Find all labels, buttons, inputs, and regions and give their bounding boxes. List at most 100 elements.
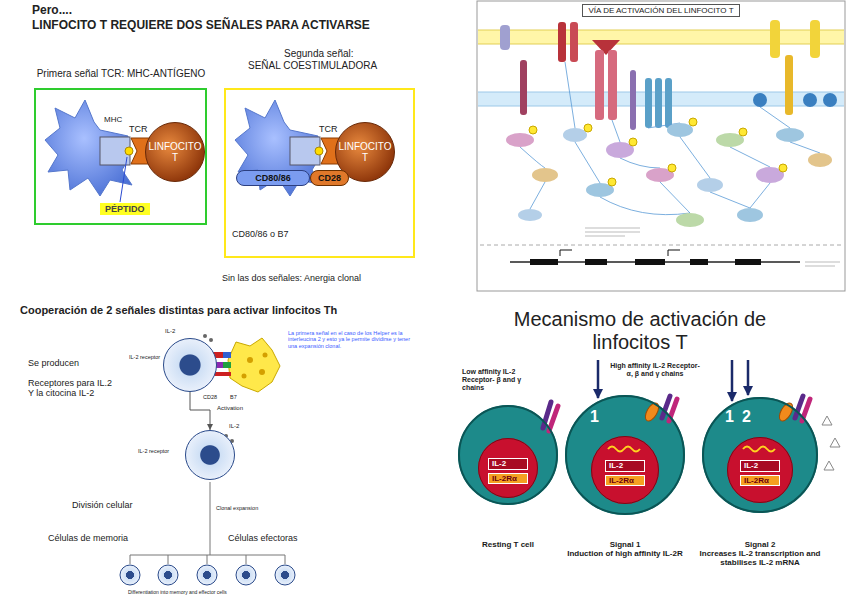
pathway-illustration bbox=[790, 142, 820, 153]
cell-circle-text: Induction of high affinity IL-2R bbox=[563, 549, 687, 558]
cell-circle-text: Signal 1 bbox=[563, 540, 687, 549]
cooperation-illustration bbox=[203, 334, 207, 338]
cooperation-illustration bbox=[236, 565, 256, 585]
pathway-illustration bbox=[668, 164, 676, 172]
t-cell-circle-text: IL-2 bbox=[229, 423, 239, 430]
note-text: La primera señal en el caso de los Helpe… bbox=[288, 330, 410, 349]
peptide-box: PÉPTIDO bbox=[100, 203, 150, 215]
t-cell-circle-text: LINFOCITO T bbox=[147, 141, 203, 164]
pathway-illustration bbox=[635, 259, 665, 265]
il2-illustration bbox=[643, 401, 662, 423]
note-text: Receptores para IL.2 Y la citocina IL-2 bbox=[28, 378, 118, 399]
apc-cell bbox=[45, 100, 132, 196]
cooperation-illustration bbox=[120, 334, 295, 585]
cell-circle-text: Increases IL-2 transcription and stabili… bbox=[698, 549, 822, 567]
pathway-illustration bbox=[575, 142, 600, 183]
pathway-illustration bbox=[660, 182, 690, 213]
pathway-illustration bbox=[785, 55, 793, 115]
pathway-illustration bbox=[735, 259, 761, 265]
t-cell-circle-outline bbox=[146, 123, 205, 182]
cooperation-illustration bbox=[228, 338, 280, 392]
panel-heading: Cooperación de 2 señales distintas para … bbox=[20, 304, 337, 317]
pathway-illustration bbox=[600, 197, 690, 215]
panel-heading: LINFOCITO T REQUIERE DOS SEÑALES PARA AC… bbox=[32, 19, 370, 33]
il2-illustration bbox=[731, 360, 734, 401]
t-cell-circle: LINFOCITO T bbox=[145, 122, 205, 182]
pathway-illustration bbox=[665, 78, 672, 128]
pathway-illustration bbox=[710, 192, 750, 208]
nucleus-outline bbox=[479, 439, 538, 498]
title-box: VÍA DE ACTIVACIÓN DEL LINFOCITO T bbox=[582, 4, 739, 17]
cell-circle-outline bbox=[566, 396, 684, 514]
pathway-illustration bbox=[480, 245, 844, 246]
apc-cell bbox=[45, 100, 155, 202]
il2-illustration bbox=[702, 397, 818, 513]
cooperation-illustration bbox=[223, 362, 231, 368]
pathway-illustration bbox=[645, 78, 652, 128]
cooperation-illustration bbox=[209, 338, 213, 342]
apc-cell bbox=[315, 147, 323, 155]
cell-caption: Signal 2Increases IL-2 transcription and… bbox=[698, 540, 822, 568]
pathway-illustration bbox=[776, 128, 804, 142]
pathway-illustration bbox=[750, 183, 770, 208]
pathway-illustration bbox=[608, 50, 617, 120]
cell-circle-outline bbox=[565, 395, 685, 515]
t-cell-circle-outline bbox=[186, 431, 235, 480]
pathway-illustration bbox=[500, 25, 510, 50]
cooperation-illustration bbox=[263, 353, 268, 358]
pathway-illustration bbox=[810, 20, 820, 58]
il2-illustration bbox=[591, 436, 659, 504]
nucleus-text: IL-2 bbox=[740, 460, 780, 471]
pathway-illustration bbox=[478, 44, 844, 45]
pathway-illustration bbox=[529, 118, 787, 186]
part-label: TCR bbox=[129, 124, 148, 134]
cell-caption: Resting T cell bbox=[453, 540, 563, 549]
pathway-illustration bbox=[530, 182, 545, 209]
signal-frame-text: Primera señal TCR: MHC-ANTÍGENO bbox=[11, 68, 231, 80]
pathway-illustration bbox=[478, 30, 844, 44]
pathway-illustration bbox=[608, 178, 616, 186]
signal-frame-text: SEÑAL COESTIMULADORA bbox=[248, 60, 377, 72]
pathway-illustration bbox=[668, 250, 680, 256]
pathway-illustration bbox=[478, 30, 844, 31]
pathway-illustration bbox=[689, 118, 697, 126]
pathway-illustration bbox=[760, 107, 790, 128]
part-label: Clonal expansion bbox=[216, 505, 258, 511]
pathway-illustration bbox=[558, 22, 566, 62]
nucleus-text: IL-2Rα bbox=[488, 473, 528, 484]
title-box-text: VÍA DE ACTIVACIÓN DEL LINFOCITO T bbox=[588, 6, 733, 15]
apc-cell bbox=[120, 157, 127, 202]
ligand-pill-text: CD80/86 bbox=[247, 173, 299, 183]
cooperation-illustration bbox=[259, 369, 265, 375]
cell-circle-outline bbox=[459, 406, 557, 504]
peptide-box-text: PÉPTIDO bbox=[105, 204, 145, 214]
il2-illustration bbox=[565, 395, 685, 515]
pathway-illustration bbox=[520, 147, 545, 168]
cooperation-illustration bbox=[242, 374, 247, 379]
pathway-illustration bbox=[620, 158, 660, 168]
nucleus: IL-2IL-2Rα bbox=[727, 437, 793, 503]
pathway-illustration bbox=[779, 164, 787, 172]
group-label: Células de memoria bbox=[48, 533, 128, 543]
part-label: High affinity IL-2 Receptor- α, β and γ … bbox=[608, 362, 702, 378]
il2-illustration bbox=[458, 405, 558, 505]
nucleus: IL-2IL-2Rα bbox=[478, 438, 538, 498]
pathway-illustration bbox=[697, 178, 723, 192]
pathway-illustration bbox=[770, 20, 780, 58]
pathway-illustration bbox=[595, 50, 604, 120]
signal-frame-text: CD80/86 o B7 bbox=[232, 229, 289, 239]
panel-heading: Mecanismo de activación de linfocitos T bbox=[480, 308, 800, 354]
cooperation-illustration bbox=[120, 565, 295, 585]
t-cell-circle-text: IL-2 bbox=[165, 328, 175, 335]
callout-number: 2 bbox=[742, 408, 751, 426]
il2-illustration bbox=[822, 416, 840, 470]
cooperation-illustration bbox=[242, 353, 268, 379]
pathway-illustration bbox=[529, 126, 537, 134]
group-label: Células efectoras bbox=[228, 533, 298, 543]
pathway-illustration bbox=[753, 93, 767, 107]
pathway-illustration bbox=[667, 123, 693, 137]
cooperation-illustration bbox=[275, 565, 295, 585]
t-cell-circle: IL-2IL-2 receptor bbox=[185, 430, 235, 480]
cell-circle-text: Signal 2 bbox=[698, 540, 822, 549]
pathway-illustration bbox=[808, 153, 832, 167]
